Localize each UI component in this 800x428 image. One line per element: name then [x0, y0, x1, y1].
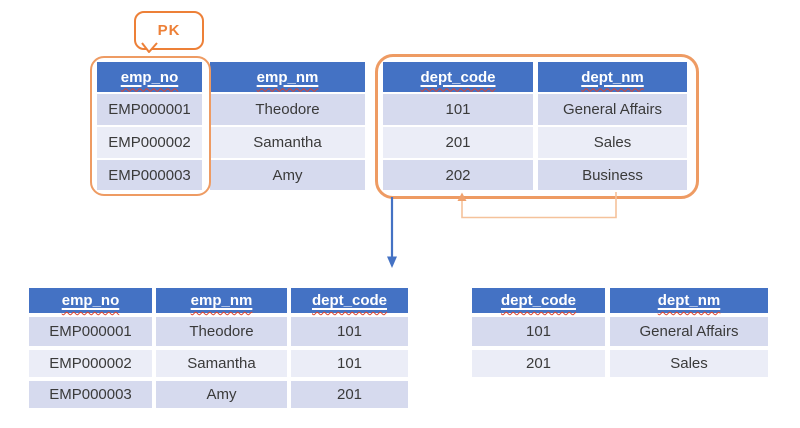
table-cell: Samantha: [156, 350, 287, 377]
header-label: dept_code: [311, 292, 387, 309]
table-cell: EMP000003: [29, 381, 152, 408]
pk-callout-tail: [141, 42, 158, 53]
header-cell: emp_no: [29, 288, 152, 313]
header-label: dept_code: [420, 68, 496, 86]
header-cell: emp_nm: [210, 62, 365, 92]
header-cell: dept_nm: [610, 288, 768, 313]
header-label: emp_nm: [190, 292, 253, 309]
header-label: dept_code: [500, 292, 576, 309]
table-cell: Theodore: [210, 94, 365, 125]
pk-callout-label: PK: [157, 22, 181, 39]
table-cell: EMP000001: [97, 94, 202, 125]
table-cell: 202: [383, 160, 533, 190]
header-label: dept_nm: [657, 292, 721, 309]
table-cell: EMP000001: [29, 317, 152, 346]
header-cell: dept_code: [383, 62, 533, 92]
table-cell: Sales: [538, 127, 687, 158]
table-cell: 101: [291, 350, 408, 377]
header-label: emp_no: [120, 68, 179, 86]
header-cell: emp_no: [97, 62, 202, 92]
table-cell: Samantha: [210, 127, 365, 158]
table-cell: Sales: [610, 350, 768, 377]
table-cell: General Affairs: [538, 94, 687, 125]
table-cell: EMP000002: [97, 127, 202, 158]
table-cell: Theodore: [156, 317, 287, 346]
header-label: emp_no: [61, 292, 120, 309]
decompose-arrow: [387, 197, 397, 268]
fk-reference-arrow: [457, 192, 617, 219]
header-cell: dept_code: [291, 288, 408, 313]
table-cell: EMP000003: [97, 160, 202, 190]
table-cell: Business: [538, 160, 687, 190]
header-cell: dept_nm: [538, 62, 687, 92]
table-cell: 101: [383, 94, 533, 125]
table-cell: 101: [291, 317, 408, 346]
table-cell: EMP000002: [29, 350, 152, 377]
table-cell: Amy: [156, 381, 287, 408]
table-cell: 101: [472, 317, 605, 346]
header-label: emp_nm: [256, 68, 319, 86]
table-cell: 201: [291, 381, 408, 408]
header-label: dept_nm: [581, 68, 644, 86]
table-cell: 201: [472, 350, 605, 377]
header-cell: emp_nm: [156, 288, 287, 313]
table-cell: Amy: [210, 160, 365, 190]
header-cell: dept_code: [472, 288, 605, 313]
table-cell: General Affairs: [610, 317, 768, 346]
table-cell: 201: [383, 127, 533, 158]
